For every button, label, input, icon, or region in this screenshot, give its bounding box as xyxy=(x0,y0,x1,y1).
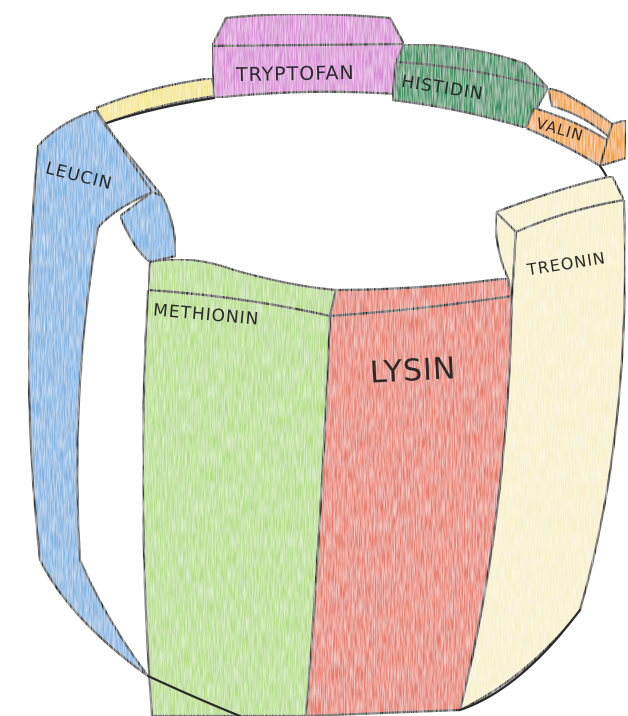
stave-methionin-front xyxy=(143,290,330,716)
label-tryptofan: TRYPTOFAN xyxy=(235,62,355,86)
stave-methionin: METHIONIN xyxy=(143,259,336,716)
label-lysin: LYSIN xyxy=(369,351,457,390)
stave-tryptofan: TRYPTOFAN xyxy=(212,14,404,98)
stave-tryptofan-top xyxy=(212,14,404,46)
stave-leucin-front xyxy=(28,110,152,676)
stave-histidin: HISTIDIN xyxy=(392,44,548,128)
